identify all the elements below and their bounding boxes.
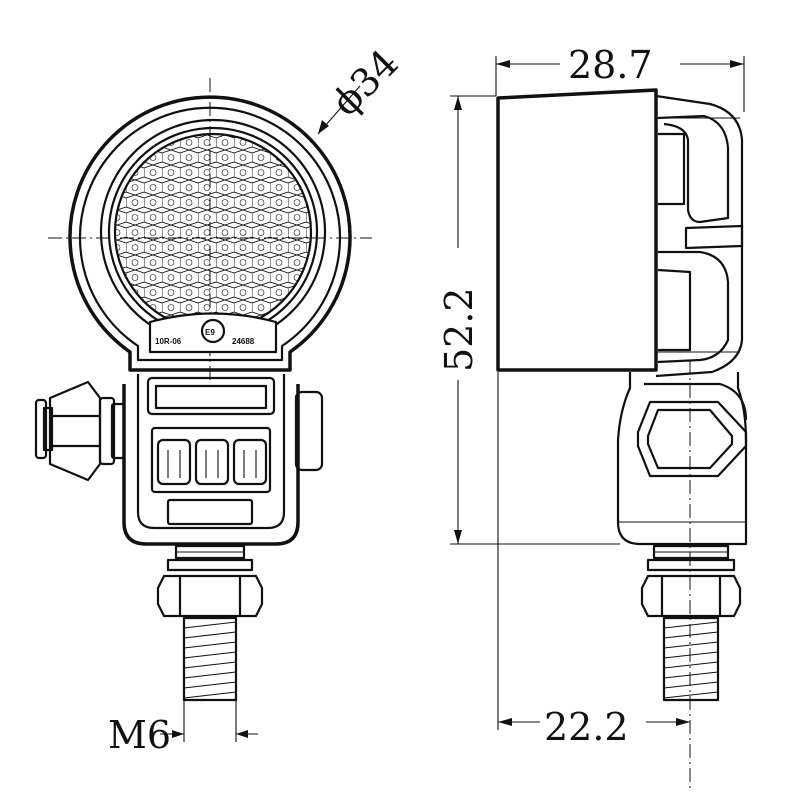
diameter-label: ϕ34 bbox=[323, 41, 407, 125]
pivot-bolt bbox=[34, 380, 126, 482]
mounting-bracket bbox=[122, 374, 324, 546]
front-nut bbox=[156, 574, 264, 618]
depth-dimension: 28.7 bbox=[496, 43, 744, 87]
depth-label: 28.7 bbox=[568, 43, 653, 87]
e-mark-icon bbox=[200, 318, 226, 344]
side-pivot-nut bbox=[636, 400, 748, 478]
side-nut bbox=[640, 574, 742, 618]
front-stud bbox=[156, 544, 264, 702]
mount-offset-label: 22.2 bbox=[544, 705, 629, 749]
side-stud bbox=[640, 544, 742, 702]
lens: 10R-06 E9 24688 bbox=[113, 132, 313, 354]
thread-dimension: M6 bbox=[108, 700, 258, 757]
height-dimension: 52.2 bbox=[437, 96, 481, 544]
lens-marking-right: 24688 bbox=[232, 337, 255, 346]
lens-marking-left: 10R-06 bbox=[155, 337, 182, 346]
marking-plate bbox=[148, 312, 278, 354]
connector-pin-1 bbox=[156, 438, 192, 486]
thread-label: M6 bbox=[108, 713, 171, 757]
connector-pin-2 bbox=[194, 438, 230, 486]
diameter-dimension: ϕ34 bbox=[317, 41, 407, 135]
side-bracket bbox=[616, 372, 748, 546]
connector-pin-3 bbox=[232, 438, 268, 486]
mount-offset-dimension: 22.2 bbox=[497, 372, 690, 749]
side-view: 28.7 52.2 22.2 bbox=[437, 43, 748, 790]
front-view: 10R-06 E9 24688 bbox=[34, 41, 407, 757]
lens-marking-center: E9 bbox=[205, 328, 215, 337]
height-label: 52.2 bbox=[437, 287, 481, 372]
side-lamp-head bbox=[496, 88, 744, 378]
